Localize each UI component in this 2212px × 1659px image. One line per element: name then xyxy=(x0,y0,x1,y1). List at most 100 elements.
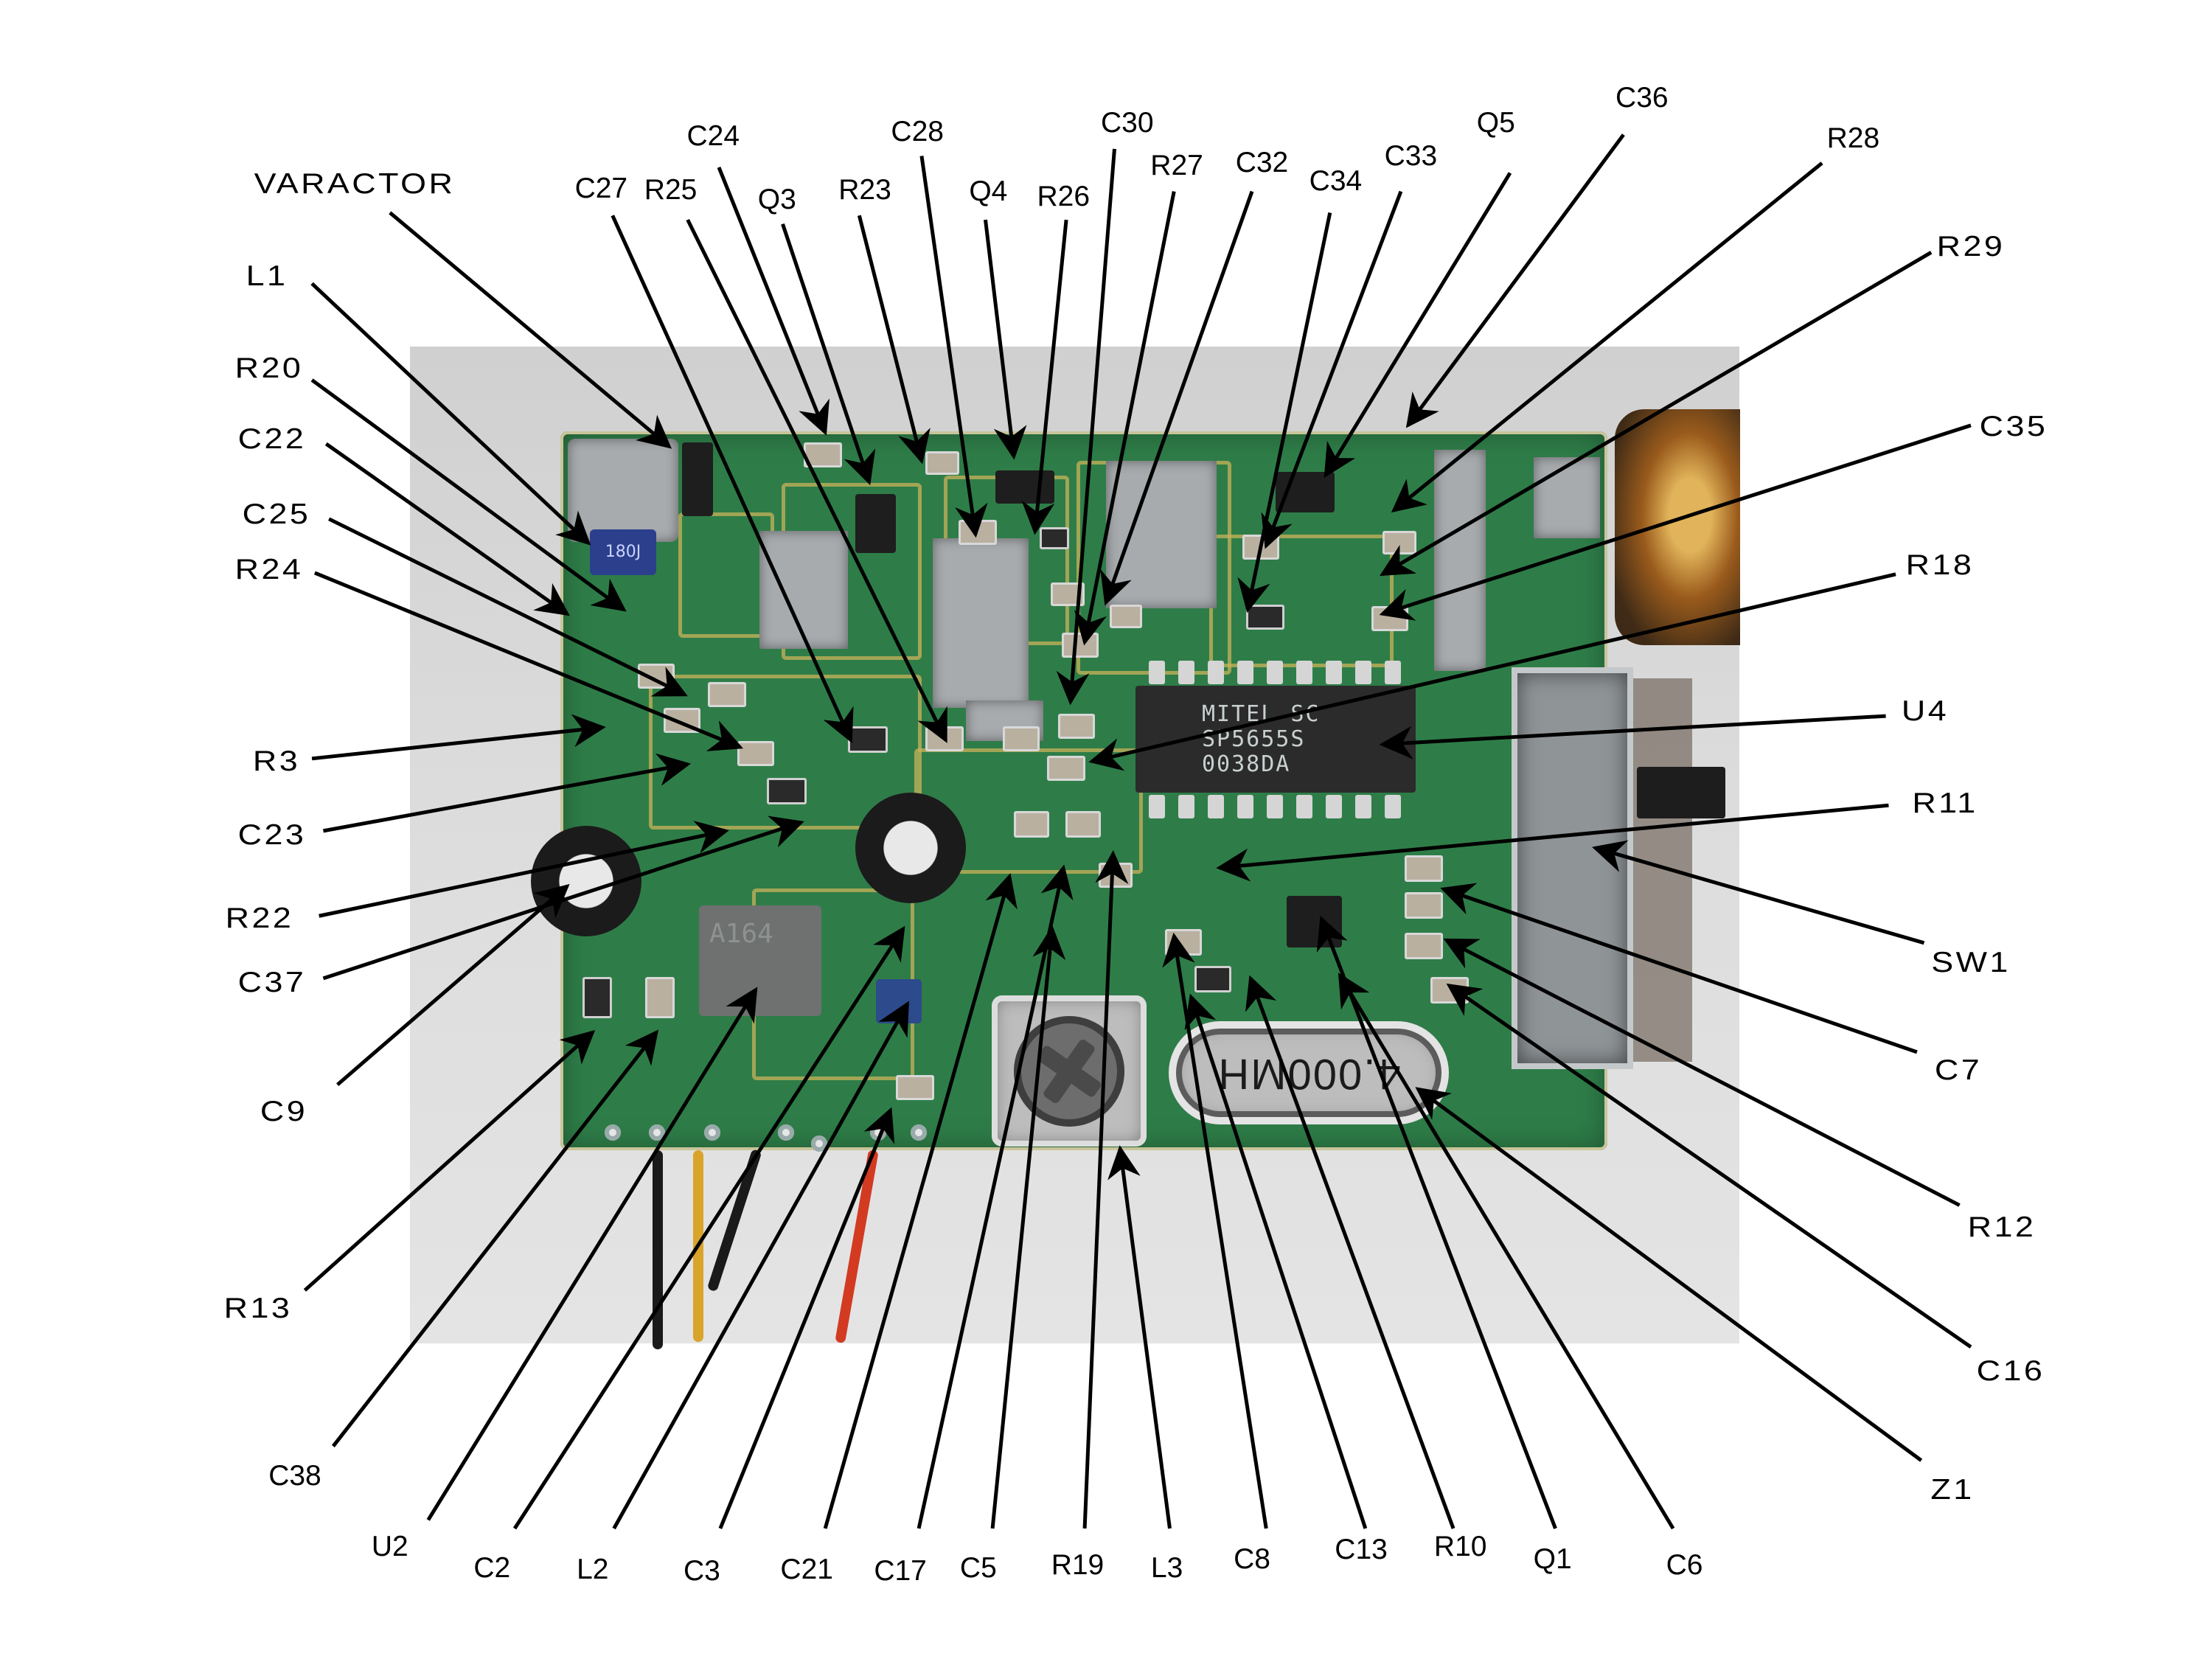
label-r26: R26 xyxy=(1037,181,1091,213)
label-q4: Q4 xyxy=(969,175,1008,207)
label-c28: C28 xyxy=(891,115,944,147)
leader-arrow-c2 xyxy=(512,925,905,1530)
solder-pad xyxy=(704,1124,720,1141)
leader-arrow-z1 xyxy=(1415,1087,1923,1462)
smd-component xyxy=(1047,756,1085,781)
leader-arrow-c7 xyxy=(1440,883,1918,1054)
label-l3: L3 xyxy=(1150,1551,1183,1584)
leader-arrow-sw1 xyxy=(1592,840,1925,945)
label-c27: C27 xyxy=(574,172,628,204)
transistor-q3 xyxy=(855,494,896,553)
leader-arrow-r22 xyxy=(319,821,729,918)
smd-component xyxy=(708,682,746,707)
leader-arrow-c5 xyxy=(990,925,1066,1529)
chip-u4: MITEL SC SP5655S 0038DA xyxy=(1135,686,1416,793)
label-c5: C5 xyxy=(959,1551,997,1584)
leader-arrow-l1 xyxy=(310,282,591,546)
u4-pin xyxy=(1326,661,1342,684)
leader-arrow-c35 xyxy=(1379,423,1972,621)
inductor-l1: 180J xyxy=(590,529,656,575)
leader-arrow-c27 xyxy=(611,215,854,743)
label-r25: R25 xyxy=(644,173,698,206)
label-c33: C33 xyxy=(1384,139,1438,172)
label-c38: C38 xyxy=(268,1459,321,1492)
label-c2: C2 xyxy=(473,1551,511,1584)
leader-arrow-c17 xyxy=(917,864,1074,1529)
label-c17: C17 xyxy=(874,1554,927,1587)
smd-component xyxy=(896,1075,934,1100)
leader-arrow-c6 xyxy=(1338,973,1675,1530)
leader-arrow-c3 xyxy=(718,1107,895,1529)
leader-arrow-r26 xyxy=(1021,219,1068,535)
label-c23: C23 xyxy=(237,818,307,851)
smd-component xyxy=(1405,933,1443,959)
l1-marking: 180J xyxy=(605,543,641,561)
label-c36: C36 xyxy=(1615,81,1669,114)
label-c3: C3 xyxy=(683,1554,720,1587)
smd-component xyxy=(1003,726,1040,751)
label-c22: C22 xyxy=(237,423,307,456)
rf-shield-pad xyxy=(933,538,1029,708)
leader-arrow-c32 xyxy=(1100,190,1254,606)
u4-pin xyxy=(1267,661,1283,684)
smd-component xyxy=(664,708,700,733)
label-c7: C7 xyxy=(1934,1054,1982,1086)
label-c16: C16 xyxy=(1976,1354,2045,1387)
label-r23: R23 xyxy=(838,173,891,206)
smd-component xyxy=(1405,855,1443,882)
leader-arrow-c23 xyxy=(322,753,692,833)
label-c24: C24 xyxy=(686,119,740,152)
label-r20: R20 xyxy=(235,352,304,384)
wire-black xyxy=(653,1150,663,1349)
switch-knob xyxy=(1637,767,1725,818)
smd-component xyxy=(1110,605,1142,628)
label-r11: R11 xyxy=(1912,787,1978,820)
leader-arrow-varactor xyxy=(389,211,672,449)
smd-component xyxy=(848,726,888,753)
leader-arrow-r12 xyxy=(1443,938,1961,1207)
leader-arrow-c21 xyxy=(823,873,1018,1529)
label-r28: R28 xyxy=(1826,122,1880,155)
leader-arrow-c28 xyxy=(919,156,988,538)
transistor-q4 xyxy=(995,470,1054,504)
label-c30: C30 xyxy=(1101,107,1154,139)
smd-component xyxy=(1014,811,1049,838)
smd-component xyxy=(1058,714,1095,739)
u4-pin xyxy=(1355,661,1371,684)
u4-pin xyxy=(1237,795,1253,818)
leader-arrow-q3 xyxy=(781,223,876,486)
leader-arrow-l2 xyxy=(612,1001,909,1530)
smd-component xyxy=(1194,966,1231,992)
label-r10: R10 xyxy=(1433,1530,1487,1562)
leader-arrow-c22 xyxy=(324,442,570,616)
u2-marking: A164 xyxy=(709,919,773,949)
label-q1: Q1 xyxy=(1533,1543,1572,1576)
leader-arrow-r10 xyxy=(1245,975,1455,1529)
leader-arrow-q4 xyxy=(984,219,1027,460)
u4-pin xyxy=(1237,661,1253,684)
leader-arrow-r3 xyxy=(311,714,606,761)
leader-arrow-r20 xyxy=(310,378,627,612)
chip-u2: A164 xyxy=(699,905,821,1016)
leader-arrow-c8 xyxy=(1162,932,1268,1529)
smd-component xyxy=(737,741,774,766)
leader-arrow-c13 xyxy=(1184,993,1368,1529)
leader-arrow-u4 xyxy=(1379,714,1886,759)
leader-arrow-r25 xyxy=(686,218,947,743)
leader-arrow-r11 xyxy=(1216,803,1889,882)
leader-arrow-l3 xyxy=(1107,1145,1172,1529)
label-l1: L1 xyxy=(246,260,288,292)
label-c35: C35 xyxy=(1979,410,2048,442)
u4-pin xyxy=(1208,661,1224,684)
smd-component xyxy=(645,977,675,1018)
label-r12: R12 xyxy=(1967,1211,2037,1244)
label-c13: C13 xyxy=(1335,1533,1388,1565)
solder-pad xyxy=(605,1124,621,1141)
label-r19: R19 xyxy=(1051,1548,1105,1581)
label-c6: C6 xyxy=(1666,1548,1703,1581)
leader-arrow-r29 xyxy=(1380,251,1933,577)
leader-arrow-c24 xyxy=(717,166,830,436)
u4-pin xyxy=(1178,661,1194,684)
u4-pin xyxy=(1208,795,1224,818)
